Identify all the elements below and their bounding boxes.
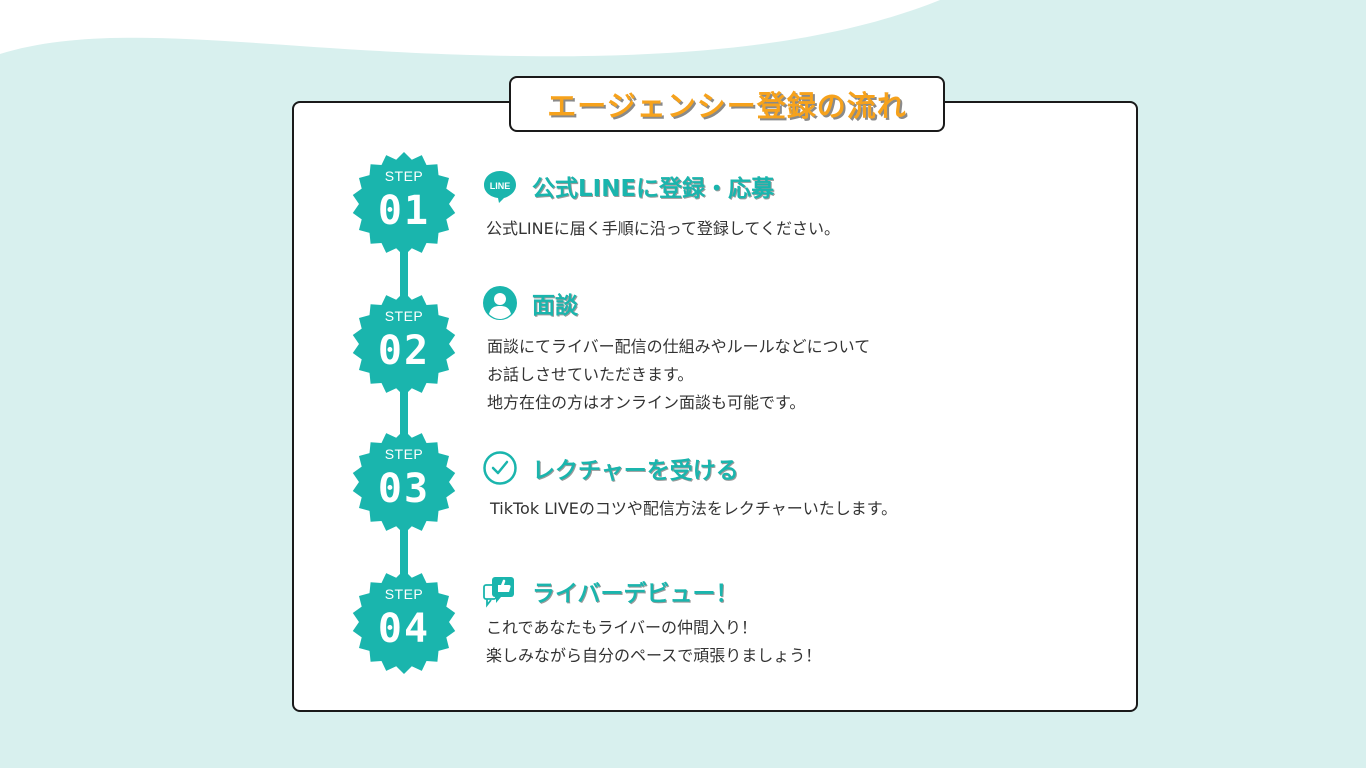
step-3-header: レクチャーを受ける [482, 450, 739, 486]
step-1-title: 公式LINEに登録・応募 [532, 176, 775, 202]
step-4-description: これであなたもライバーの仲間入り！ 楽しみながら自分のペースで頑張りましょう！ [486, 614, 821, 670]
line-icon: LINE [484, 171, 516, 203]
desc-line: TikTok LIVEのコツや配信方法をレクチャーいたします。 [490, 499, 898, 518]
step-number: 02 [377, 328, 431, 374]
badge-burst-shape [352, 570, 456, 674]
person-icon [483, 286, 517, 320]
desc-line: お話しさせていただきます。 [487, 365, 694, 384]
step-1-description: 公式LINEに届く手順に沿って登録してください。 [486, 215, 840, 243]
check-circle-icon [483, 451, 517, 485]
title-box: エージェンシー登録の流れ [509, 76, 945, 132]
step-3-title: レクチャーを受ける [532, 458, 739, 484]
step-number: 04 [377, 606, 431, 652]
desc-line: 面談にてライバー配信の仕組みやルールなどについて [487, 337, 871, 356]
step-number: 03 [377, 466, 431, 512]
step-4-title: ライバーデビュー！ [532, 581, 739, 607]
step-label: STEP [384, 446, 424, 462]
desc-line: 地方在住の方はオンライン面談も可能です。 [487, 393, 806, 412]
step-badge-1: STEP 01 [350, 150, 458, 258]
step-2-title: 面談 [532, 293, 578, 319]
step-label: STEP [384, 586, 424, 602]
step-label: STEP [384, 168, 424, 184]
step-3-description: TikTok LIVEのコツや配信方法をレクチャーいたします。 [490, 495, 897, 523]
step-2-description: 面談にてライバー配信の仕組みやルールなどについて お話しさせていただきます。 地… [487, 333, 870, 417]
svg-text:LINE: LINE [490, 181, 511, 191]
step-4-header: ライバーデビュー！ [482, 573, 739, 609]
step-badge-3: STEP 03 [350, 428, 458, 536]
badge-burst-shape [352, 292, 456, 396]
desc-line: 公式LINEに届く手順に沿って登録してください。 [486, 219, 840, 238]
step-badge-4: STEP 04 [350, 568, 458, 676]
timeline-connector [400, 200, 408, 630]
badge-burst-shape [352, 430, 456, 534]
step-1-header: LINE 公式LINEに登録・応募 [482, 168, 774, 204]
step-2-header: 面談 [482, 285, 578, 321]
desc-line: 楽しみながら自分のペースで頑張りましょう！ [486, 646, 822, 665]
page-title: エージェンシー登録の流れ [547, 89, 907, 123]
step-label: STEP [384, 308, 424, 324]
step-badge-2: STEP 02 [350, 290, 458, 398]
thumbs-up-chat-icon [483, 577, 514, 608]
step-number: 01 [377, 188, 431, 234]
badge-burst-shape [352, 152, 456, 256]
desc-line: これであなたもライバーの仲間入り！ [486, 618, 758, 637]
